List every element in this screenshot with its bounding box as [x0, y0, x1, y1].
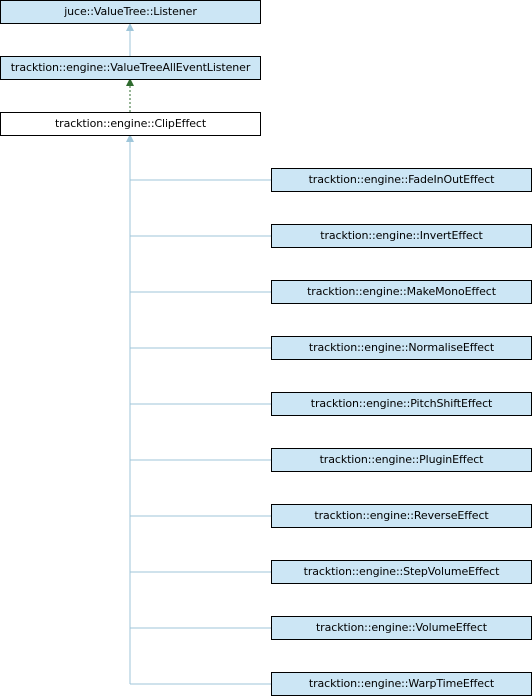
node-all-event-listener-label: tracktion::engine::ValueTreeAllEventList… — [10, 61, 251, 74]
node-warp-time-effect[interactable]: tracktion::engine::WarpTimeEffect — [271, 672, 532, 696]
node-volume-effect[interactable]: tracktion::engine::VolumeEffect — [271, 616, 532, 640]
node-listener[interactable]: juce::ValueTree::Listener — [0, 0, 261, 24]
node-pitch-shift-effect[interactable]: tracktion::engine::PitchShiftEffect — [271, 392, 532, 416]
node-value-tree-all-event-listener[interactable]: tracktion::engine::ValueTreeAllEventList… — [0, 56, 261, 80]
node-label: tracktion::engine::PluginEffect — [319, 453, 484, 466]
node-reverse-effect[interactable]: tracktion::engine::ReverseEffect — [271, 504, 532, 528]
node-label: tracktion::engine::VolumeEffect — [315, 621, 488, 634]
node-label: tracktion::engine::InvertEffect — [320, 229, 483, 242]
node-fade-in-out-effect[interactable]: tracktion::engine::FadeInOutEffect — [271, 168, 532, 192]
node-label: tracktion::engine::NormaliseEffect — [308, 341, 495, 354]
node-normalise-effect[interactable]: tracktion::engine::NormaliseEffect — [271, 336, 532, 360]
node-label: tracktion::engine::ReverseEffect — [314, 509, 489, 522]
node-invert-effect[interactable]: tracktion::engine::InvertEffect — [271, 224, 532, 248]
node-make-mono-effect[interactable]: tracktion::engine::MakeMonoEffect — [271, 280, 532, 304]
node-label: tracktion::engine::FadeInOutEffect — [308, 173, 495, 186]
node-plugin-effect[interactable]: tracktion::engine::PluginEffect — [271, 448, 532, 472]
node-listener-label: juce::ValueTree::Listener — [64, 5, 197, 18]
node-label: tracktion::engine::MakeMonoEffect — [307, 285, 496, 298]
node-clip-effect-label: tracktion::engine::ClipEffect — [54, 117, 207, 130]
node-label: tracktion::engine::WarpTimeEffect — [308, 677, 495, 690]
node-clip-effect[interactable]: tracktion::engine::ClipEffect — [0, 112, 261, 136]
node-label: tracktion::engine::StepVolumeEffect — [303, 565, 500, 578]
node-step-volume-effect[interactable]: tracktion::engine::StepVolumeEffect — [271, 560, 532, 584]
node-label: tracktion::engine::PitchShiftEffect — [310, 397, 493, 410]
